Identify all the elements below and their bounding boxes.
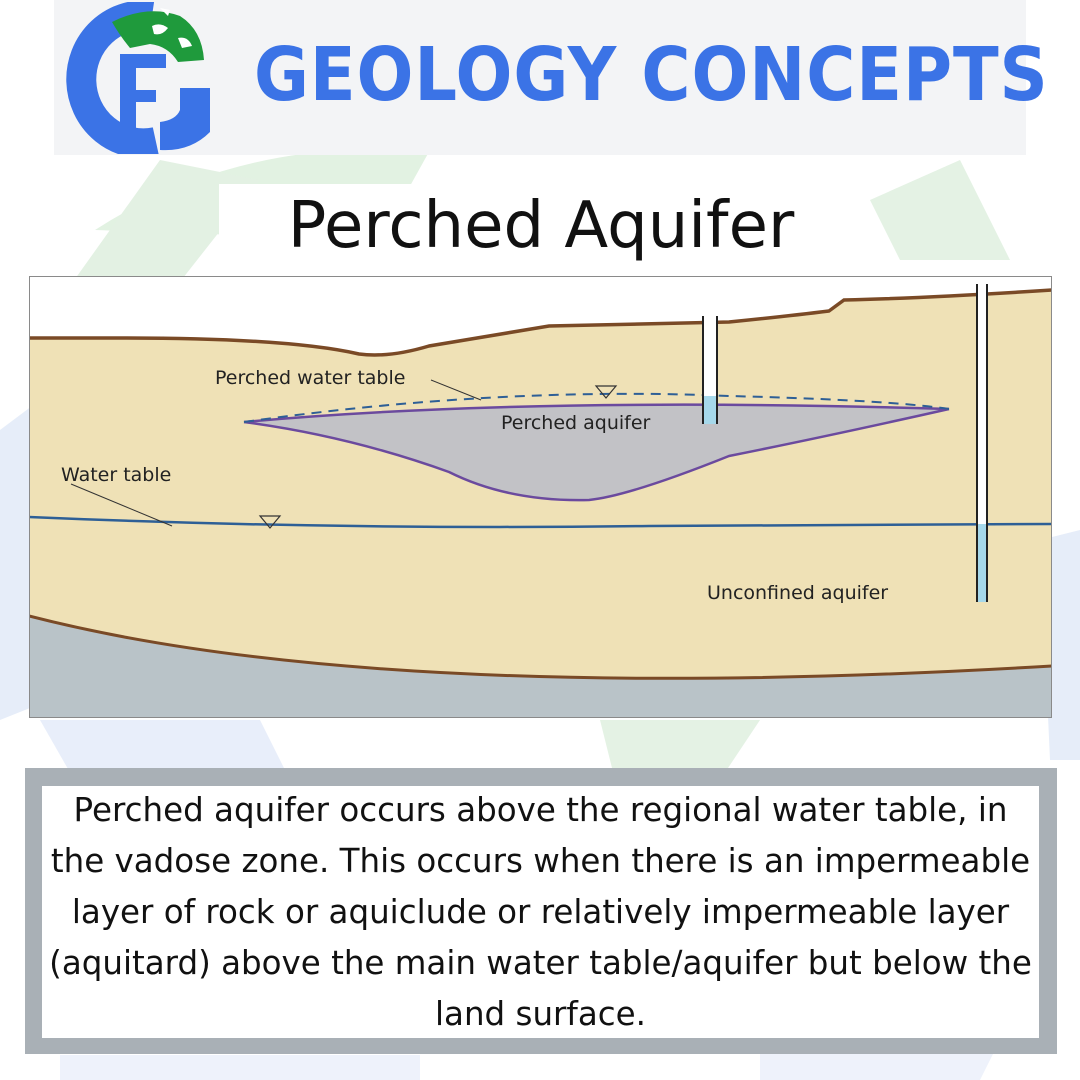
unconfined-well: [976, 284, 988, 602]
bedrock-boundary: [29, 614, 1052, 680]
perched-water-table-line: [243, 392, 950, 423]
perched-aquifer-diagram: Perched water table Perched aquifer Wate…: [29, 276, 1052, 718]
header-banner: GEOLOGY CONCEPTS: [54, 0, 1048, 155]
sediment-layer: [29, 290, 1052, 718]
perched-aquifer-lens: [244, 404, 949, 501]
diagram-border: [29, 276, 1052, 718]
bedrock-layer: [29, 616, 1052, 718]
aquitard-bottom: [243, 407, 950, 502]
perched-water-level-triangle: [594, 385, 618, 399]
label-water-table: Water table: [61, 464, 171, 486]
land-surface: [29, 288, 1052, 357]
regional-water-table-line: [29, 515, 1052, 529]
aquitard-top: [243, 403, 950, 424]
water-table-leader: [70, 483, 173, 527]
label-perched-aquifer: Perched aquifer: [501, 412, 651, 434]
label-perched-water-table: Perched water table: [215, 367, 405, 389]
perched-well: [702, 316, 718, 424]
title-box: Perched Aquifer: [219, 184, 863, 268]
perched-water-table-leader: [430, 379, 482, 401]
caption-box: Perched aquifer occurs above the regiona…: [42, 786, 1039, 1038]
geology-concepts-logo-icon: [66, 2, 210, 154]
water-level-triangle: [258, 515, 282, 529]
label-unconfined-aquifer: Unconfined aquifer: [707, 582, 888, 604]
brand-name: GEOLOGY CONCEPTS: [254, 32, 1049, 118]
caption-text: Perched aquifer occurs above the regiona…: [49, 790, 1032, 1033]
page-title: Perched Aquifer: [287, 189, 795, 263]
